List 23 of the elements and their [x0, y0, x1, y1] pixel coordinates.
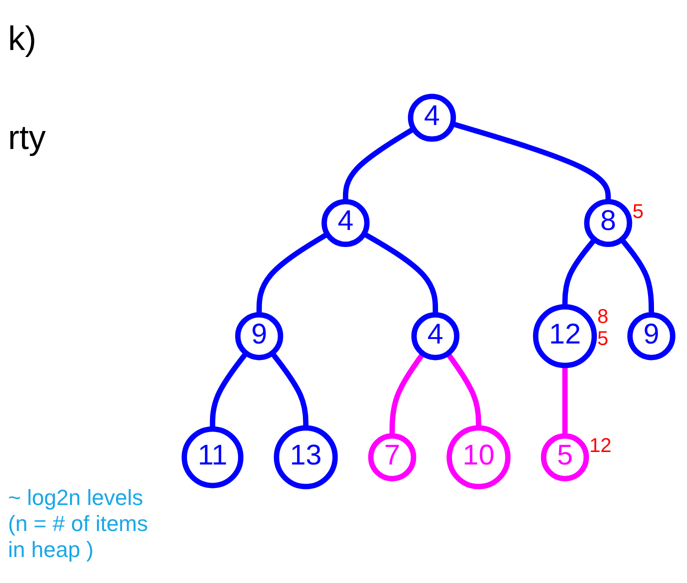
connector [562, 366, 568, 436]
node-circle: 4 [411, 312, 460, 360]
connector [562, 238, 597, 307]
node-circle: 10 [446, 425, 511, 490]
node-circle: 11 [182, 426, 244, 488]
partial-text: k) [8, 20, 38, 59]
connector [362, 232, 438, 315]
connector [390, 352, 426, 436]
node-circle: 8 [584, 199, 632, 248]
node-circle: 7 [368, 433, 416, 482]
partial-text: rty [8, 119, 47, 158]
connector [452, 121, 611, 202]
node-circle: 4 [408, 94, 456, 142]
connector [620, 238, 654, 315]
node-circle: 12 [532, 304, 597, 368]
node-circle: 4 [322, 199, 370, 248]
node-circle: 9 [235, 312, 284, 360]
node-circle: 9 [627, 312, 676, 360]
node-circle: 13 [274, 425, 338, 490]
connector [256, 232, 329, 315]
node-circle: 5 [540, 433, 589, 482]
note-text: ~ log2n levels (n = # of items in heap ) [8, 485, 150, 563]
connector [342, 126, 416, 202]
